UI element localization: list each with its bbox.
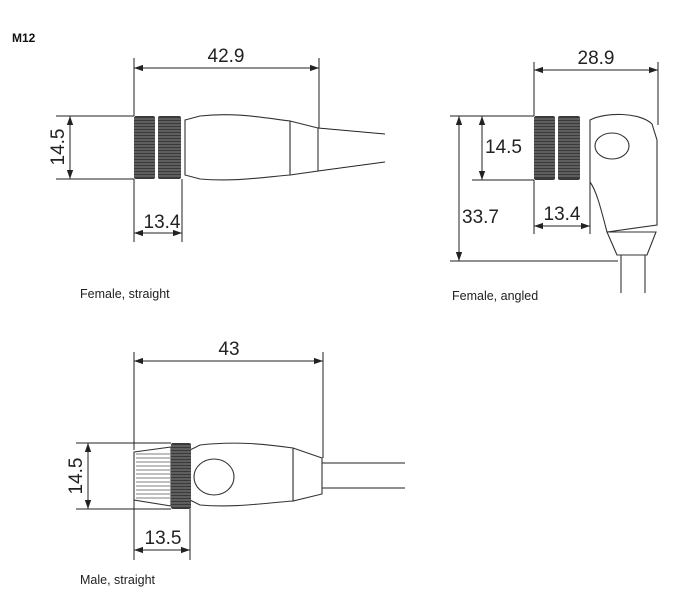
female-angled-nut-label: 13.4 — [544, 204, 581, 225]
female-straight-connector — [134, 114, 386, 181]
female-angled-caption: Female, angled — [452, 289, 538, 303]
male-straight-nut-label: 13.5 — [145, 528, 182, 549]
male-straight-drawing: 43 14.5 13.5 — [66, 339, 405, 560]
series-title: M12 — [12, 31, 36, 45]
female-angled-connector — [534, 113, 658, 293]
female-straight-drawing: 42.9 14.5 13.4 — [48, 46, 386, 242]
male-straight-diameter-label: 14.5 — [66, 458, 87, 495]
male-straight-length-label: 43 — [218, 339, 239, 360]
female-angled-diameter-label: 14.5 — [485, 137, 522, 158]
female-straight-length-label: 42.9 — [208, 46, 245, 67]
female-straight-diameter-label: 14.5 — [48, 129, 69, 166]
male-straight-connector — [133, 442, 405, 509]
male-straight-caption: Male, straight — [80, 573, 156, 587]
female-angled-height-label: 33.7 — [462, 207, 499, 228]
female-angled-width-label: 28.9 — [578, 48, 615, 69]
female-straight-nut-label: 13.4 — [144, 212, 181, 233]
female-angled-drawing: 28.9 14.5 33.7 13.4 — [450, 48, 659, 293]
female-straight-caption: Female, straight — [80, 287, 170, 301]
